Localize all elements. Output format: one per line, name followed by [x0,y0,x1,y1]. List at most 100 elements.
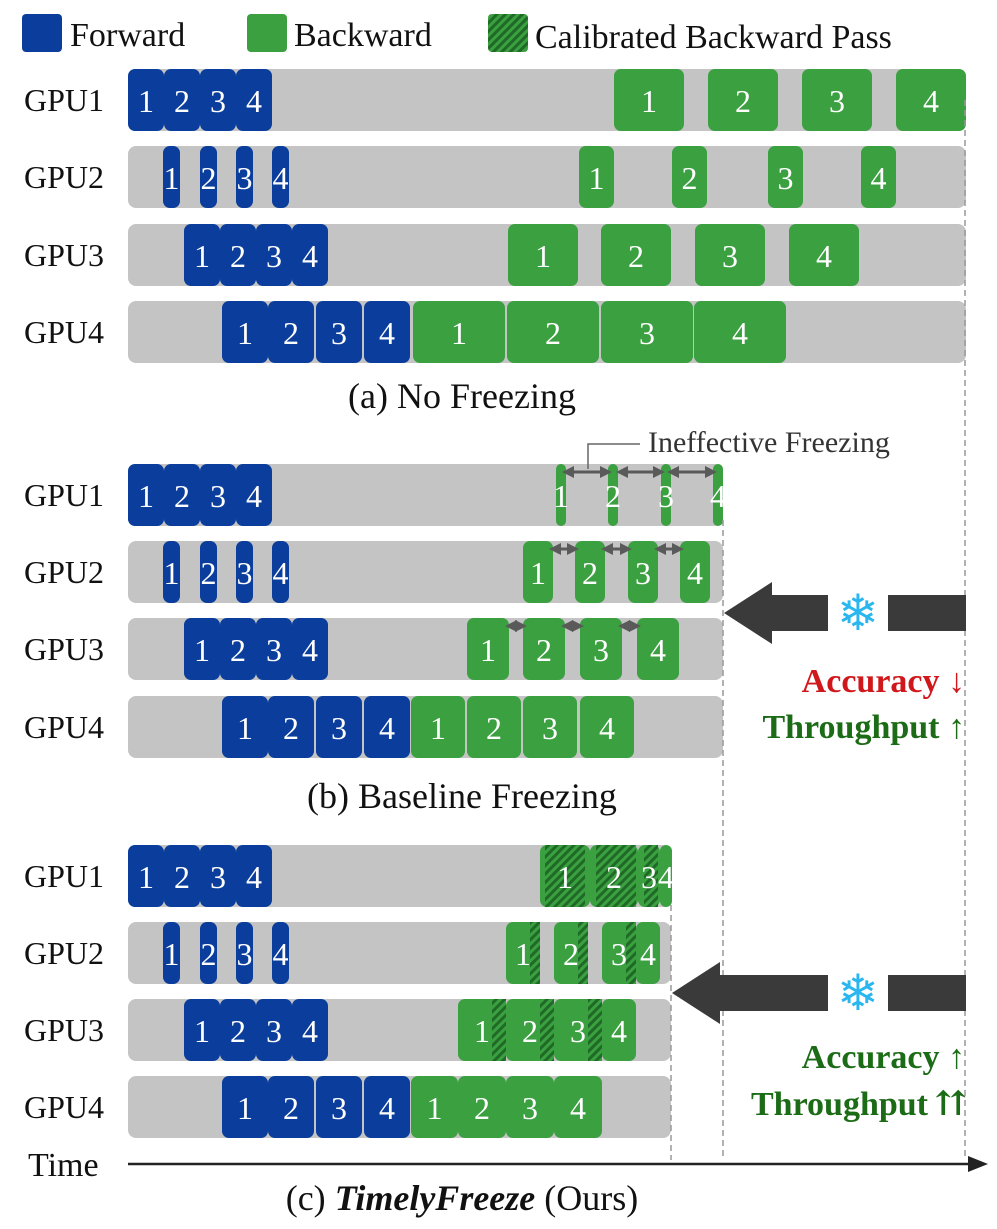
forward-block-label: 1 [164,555,180,591]
backward-block-label: 2 [606,859,622,895]
backward-block-label: 2 [682,160,698,196]
forward-block [268,301,314,363]
legend-backward-label: Backward [294,17,432,54]
forward-block-label: 3 [266,238,282,274]
forward-block-label: 1 [138,83,154,119]
forward-block-label: 2 [174,83,190,119]
forward-block-label: 2 [230,1013,246,1049]
backward-block-label: 1 [535,238,551,274]
freeze-arrow-tail-b [888,595,966,631]
forward-block [236,69,272,131]
backward-block [789,224,859,286]
backward-block-label: 3 [641,859,657,895]
forward-block-label: 2 [283,710,299,746]
backward-block-label: 4 [687,555,703,591]
backward-block-label: 2 [628,238,644,274]
forward-block-label: 3 [266,1013,282,1049]
caption-c-prefix: (c) [286,1178,335,1218]
snowflake-icon: ❄ [837,584,879,642]
forward-block-label: 4 [273,160,289,196]
gpu-label: GPU3 [24,631,104,667]
backward-block-label: 1 [589,160,605,196]
ineffective-freezing-annotation: Ineffective Freezing [587,426,890,469]
backward-block [413,301,505,363]
backward-block [608,464,618,526]
forward-block-label: 3 [266,632,282,668]
time-axis-arrowhead [968,1156,988,1172]
backward-block [411,696,465,758]
forward-block-label: 3 [237,555,253,591]
forward-block-label: 3 [237,936,253,972]
forward-block [292,618,328,680]
backward-block [467,696,521,758]
forward-block-label: 2 [201,160,217,196]
time-axis-label: Time [28,1147,99,1184]
forward-block [163,541,180,603]
forward-block [200,146,217,208]
backward-block [411,1076,458,1138]
freeze-arrow-shaft-c [718,975,828,1011]
backward-block-label: 4 [599,710,615,746]
backward-block [523,696,577,758]
backward-block-label: 4 [710,478,726,514]
forward-block [236,845,272,907]
forward-block-label: 1 [237,315,253,351]
gpu-label: GPU2 [24,554,104,590]
caption-c-name: TimelyFreeze [335,1178,536,1218]
forward-block-label: 1 [194,632,210,668]
backward-block-label: 4 [658,859,674,895]
backward-block-label: 1 [480,632,496,668]
gpu-label: GPU3 [24,237,104,273]
forward-block [272,922,289,984]
backward-block-label: 4 [923,83,939,119]
forward-block [163,922,180,984]
backward-block-label: 4 [732,315,748,351]
forward-block [164,464,200,526]
backward-block-label: 4 [640,936,656,972]
freeze-arrow-tail-c [888,975,966,1011]
forward-block-label: 4 [273,936,289,972]
calibrated-backward-block [626,922,636,984]
backward-block [507,301,599,363]
backward-block-label: 1 [557,859,573,895]
forward-block [364,696,410,758]
backward-block [523,541,553,603]
forward-block-label: 1 [164,936,180,972]
forward-block [268,696,314,758]
backward-block-label: 3 [778,160,794,196]
backward-block-label: 4 [871,160,887,196]
forward-block [364,301,410,363]
forward-block [256,618,292,680]
backward-block-label: 3 [570,1013,586,1049]
backward-block [508,224,578,286]
backward-block-label: 2 [563,936,579,972]
gpu-label: GPU1 [24,858,104,894]
backward-block [614,69,684,131]
calibrated-backward-block [530,922,540,984]
forward-block [222,696,268,758]
forward-block [220,618,256,680]
freeze-arrow-shaft-b [770,595,828,631]
backward-block [708,69,778,131]
forward-block-label: 1 [237,710,253,746]
backward-block-label: 1 [530,555,546,591]
forward-block [128,845,164,907]
forward-block [256,224,292,286]
backward-block [458,1076,506,1138]
legend-backward-swatch [247,14,287,52]
caption-timelyfreeze: (c) TimelyFreeze (Ours) [286,1178,639,1218]
backward-block-label: 3 [635,555,651,591]
forward-block [268,1076,314,1138]
forward-block [316,696,362,758]
calibrated-backward-block [578,922,588,984]
backward-block [637,618,679,680]
legend-forward-swatch [22,14,62,52]
forward-block-label: 2 [230,238,246,274]
forward-block [200,922,217,984]
